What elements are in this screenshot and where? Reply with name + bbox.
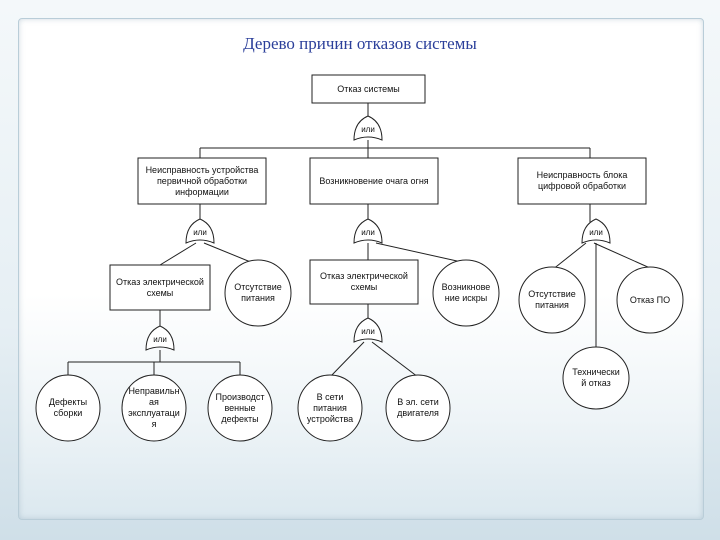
gate-label: или xyxy=(153,335,167,344)
node-l3-misuse: Неправильная эксплуатация xyxy=(128,386,180,429)
node-l2-no-power-right-circle xyxy=(518,266,586,334)
gate-label: или xyxy=(361,228,375,237)
node-l3-power-net: В сети питания устройства xyxy=(306,391,354,424)
node-l3-assembly: Дефекты сборки xyxy=(48,397,88,418)
node-top-rect xyxy=(311,74,426,104)
node-l1-left: Неисправность устройства первичной обраб… xyxy=(145,164,259,197)
node-l3-manufacturing-circle xyxy=(207,374,273,442)
or-gate-top xyxy=(353,115,383,141)
node-l1-right-rect xyxy=(517,157,647,205)
gate-label: или xyxy=(589,228,603,237)
node-l3-technical: Технический отказ xyxy=(572,367,620,388)
node-l2-elec-scheme: Отказ электрической схемы xyxy=(116,276,204,298)
node-l3-misuse-circle xyxy=(121,374,187,442)
node-l2-no-power-right: Отсутствие питания xyxy=(528,289,576,310)
node-l1-right: Неисправность блока цифровой обработки xyxy=(536,170,628,191)
node-l2-spark: Возникновение искры xyxy=(441,282,491,303)
node-l2-no-power-left-circle xyxy=(224,259,292,327)
or-gate-left-lower xyxy=(145,325,175,351)
node-l1-mid: Возникновение очага огня xyxy=(319,175,429,186)
node-l2-elec-scheme-mid-rect xyxy=(309,259,419,305)
node-l1-mid-rect xyxy=(309,157,439,205)
node-l2-no-power-left: Отсутствие питания xyxy=(234,282,282,303)
gate-label: или xyxy=(361,327,375,336)
node-l3-assembly-circle xyxy=(35,374,101,442)
or-gate-mid-lower xyxy=(353,317,383,343)
node-l3-motor-net-circle xyxy=(385,374,451,442)
or-gate-mid xyxy=(353,218,383,244)
or-gate-right xyxy=(581,218,611,244)
node-l2-elec-scheme-rect xyxy=(109,264,211,311)
node-l1-left-rect xyxy=(137,157,267,205)
gate-label: или xyxy=(193,228,207,237)
node-l3-manufacturing: Производственные дефекты xyxy=(215,391,265,424)
node-top: Отказ системы xyxy=(337,83,400,94)
node-l2-elec-scheme-mid: Отказ электрической схемы xyxy=(320,271,408,292)
node-l2-software-circle xyxy=(616,266,684,334)
node-l2-software: Отказ ПО xyxy=(629,294,671,305)
connector-lines xyxy=(67,103,651,378)
or-gate-left xyxy=(185,218,215,244)
node-l3-power-net-circle xyxy=(297,374,363,442)
slide-title: Дерево причин отказов системы xyxy=(243,34,477,53)
node-l3-technical-circle xyxy=(562,346,630,410)
gate-label: или xyxy=(361,125,375,134)
node-l2-spark-circle xyxy=(432,259,500,327)
node-l3-motor-net: В эл. сети двигателя xyxy=(397,397,439,418)
